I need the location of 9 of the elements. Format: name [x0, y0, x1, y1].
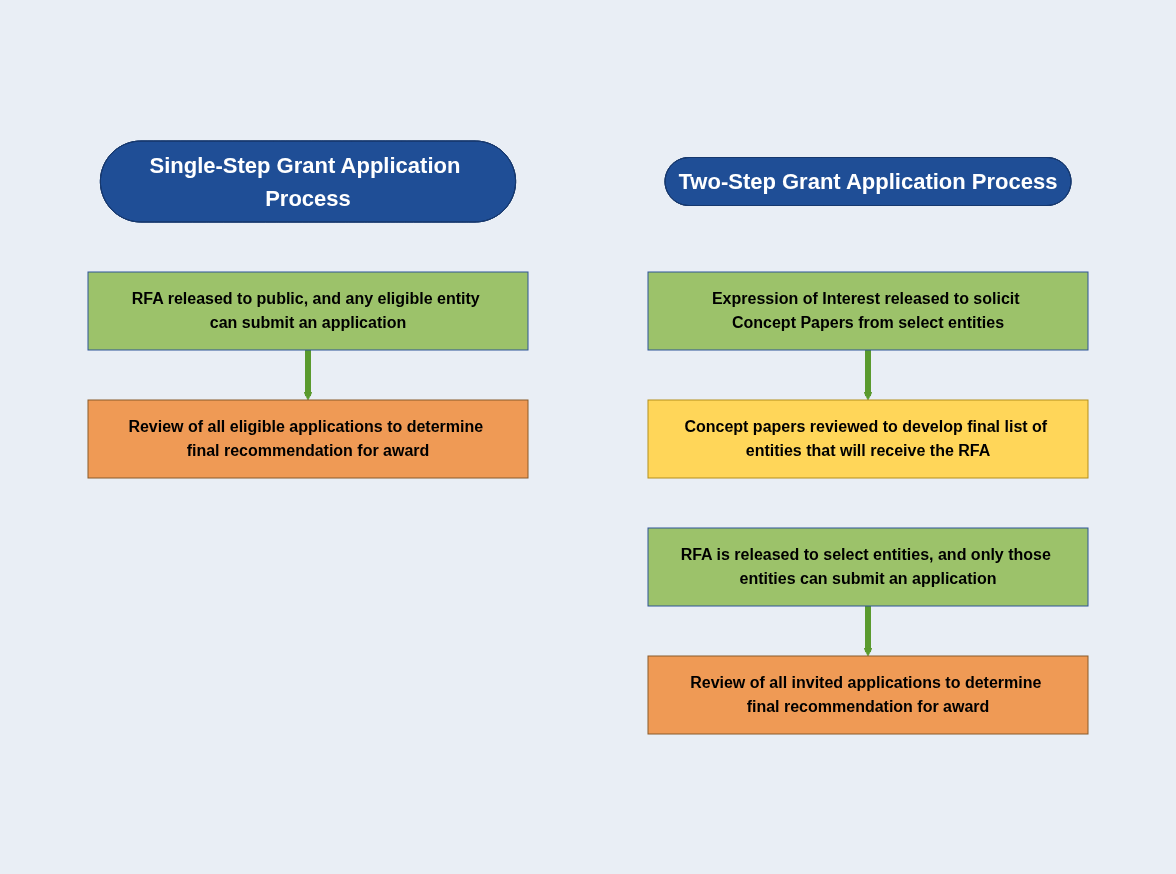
- node-box: RFA released to public, and any eligible entity can submit an application: [87, 271, 529, 350]
- arrow: [863, 349, 873, 400]
- arrow: [303, 349, 313, 400]
- node-box: Concept papers reviewed to develop final list of entities that will receive the RFA: [647, 399, 1089, 478]
- arrow: [863, 605, 873, 656]
- node-box: Review of all invited applications to determine final recommendation for award: [647, 655, 1089, 734]
- node-box: Expression of Interest released to solicit Concept Papers from select entities: [647, 271, 1089, 350]
- node-box: Review of all eligible applications to determine final recommendation for award: [87, 399, 529, 478]
- node-box: RFA is released to select entities, and only those entities can submit an application: [647, 527, 1089, 606]
